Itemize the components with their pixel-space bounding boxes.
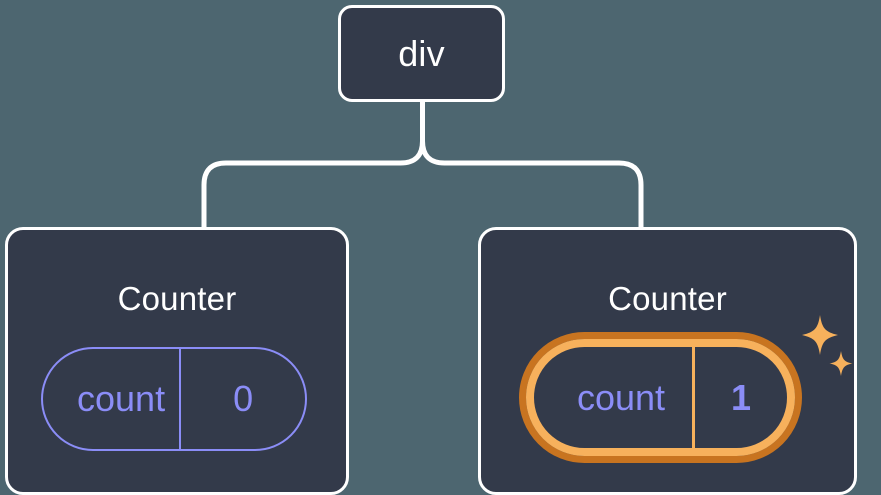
node-counter-right-label: Counter [608, 280, 727, 317]
state-pill-left-body: count 0 [41, 347, 307, 451]
state-pill-right-key: count [576, 376, 666, 418]
state-pill-right-value: 1 [692, 347, 787, 448]
node-div-label: div [398, 32, 445, 74]
state-pill-right[interactable]: count 1 [519, 332, 802, 463]
state-pill-right-inner-ring [526, 339, 795, 456]
state-pill-right-outer-ring [519, 332, 802, 463]
connector-to-left-child [201, 98, 425, 231]
state-pill-right-body: count 1 [534, 347, 787, 448]
state-pill-left-value: 0 [179, 349, 305, 449]
node-counter-left-label: Counter [117, 280, 237, 317]
state-pill-left-key: count [77, 378, 166, 419]
connector-to-right-child [420, 98, 644, 231]
node-div[interactable]: div [338, 5, 505, 102]
state-pill-left[interactable]: count 0 [41, 347, 307, 451]
